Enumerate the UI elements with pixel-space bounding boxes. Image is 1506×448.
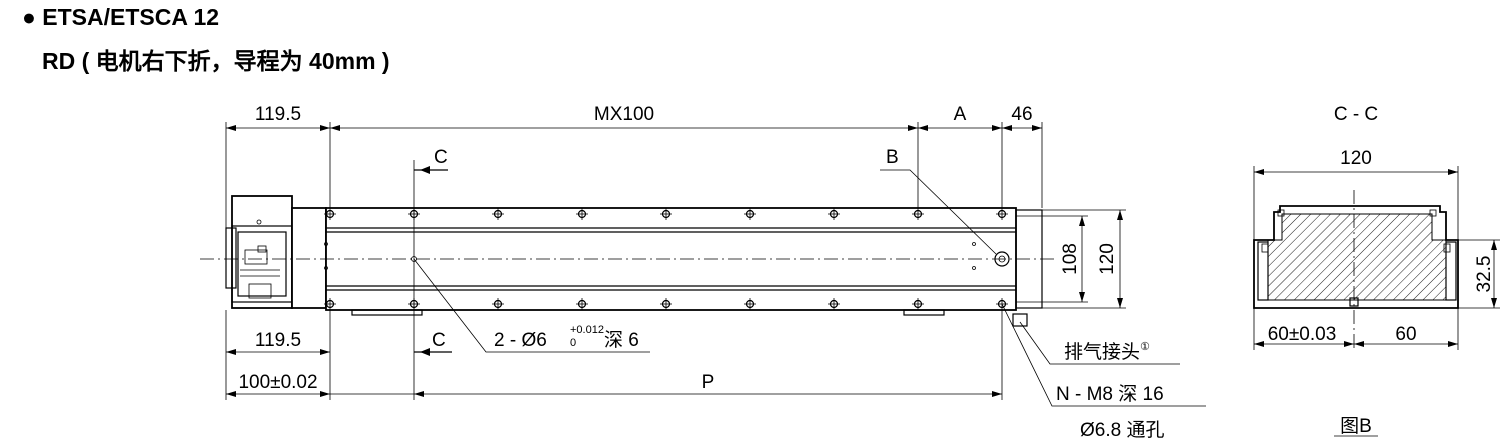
section-view: C - C 120 60±0.03 60 32.5 图B	[1253, 104, 1500, 437]
section-mark-top: C	[434, 147, 448, 168]
pin-hole-depth: 深 6	[604, 329, 639, 351]
dim-bottom-p: P	[702, 372, 715, 393]
section-mark-bottom: C	[432, 330, 446, 351]
pin-hole-callout: 2 - Ø6	[494, 330, 547, 351]
section-dim-height: 32.5	[1474, 256, 1495, 293]
detail-mark-b: B	[886, 147, 899, 168]
figure-label: 图B	[1340, 416, 1372, 437]
through-hole-callout: Ø6.8 通孔	[1080, 419, 1164, 441]
exhaust-label: 排气接头①	[1064, 341, 1150, 363]
pin-hole	[324, 242, 328, 246]
dim-bottom-offset: 100±0.02	[238, 372, 317, 393]
motor-bracket	[291, 207, 327, 309]
dim-bottom-left: 119.5	[255, 330, 301, 351]
pin-hole	[324, 266, 328, 270]
actuator-body	[325, 207, 1043, 316]
exhaust-port	[994, 251, 1010, 267]
dim-top-left: 119.5	[255, 104, 301, 125]
pin-hole-tol-upper: +0.012	[570, 324, 604, 336]
dim-top-mid: MX100	[594, 104, 654, 125]
section-dim-left: 60±0.03	[1268, 324, 1337, 345]
section-dim-width: 120	[1340, 148, 1372, 169]
model-title: ● ETSA/ETSCA 12	[22, 4, 220, 30]
motor-block	[225, 195, 293, 309]
exhaust-port-inner	[998, 255, 1006, 263]
pin-hole-tol-lower: 0	[570, 337, 576, 349]
dim-height-outer: 120	[1097, 243, 1118, 275]
pin-hole	[972, 242, 976, 246]
profile-hatch	[1267, 213, 1447, 301]
pin-hole	[972, 266, 976, 270]
variant-subtitle: RD ( 电机右下折，导程为 40mm )	[42, 48, 390, 74]
front-view: 119.5 MX100 A 46 C B 108 120 119.5 C	[200, 104, 1206, 441]
exhaust-fitting	[1012, 313, 1028, 327]
dim-top-right: 46	[1011, 104, 1032, 125]
thread-callout: N - M8 深 16	[1056, 383, 1164, 405]
section-title: C - C	[1334, 104, 1378, 125]
dim-height-inner: 108	[1060, 243, 1081, 275]
section-dim-right: 60	[1395, 324, 1416, 345]
dim-top-a: A	[954, 104, 967, 125]
